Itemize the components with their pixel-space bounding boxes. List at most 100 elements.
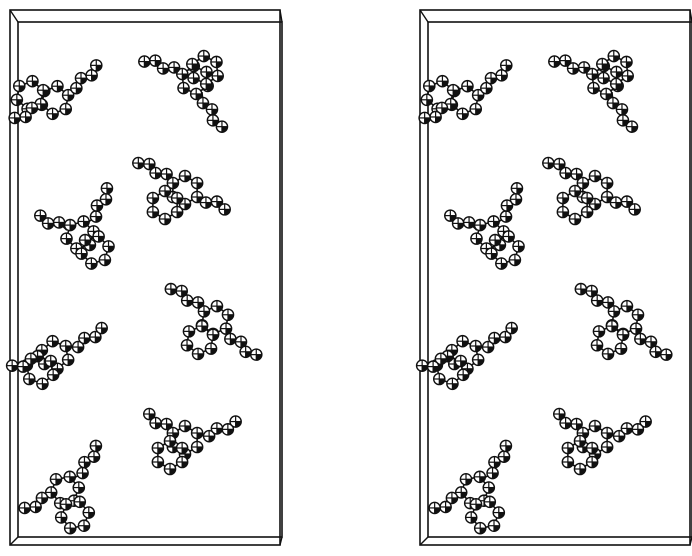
atom-right-8-6 bbox=[482, 481, 496, 494]
atom-left-3-7 bbox=[170, 205, 184, 219]
atom-right-8-10 bbox=[469, 497, 483, 511]
atom-right-2-9 bbox=[597, 71, 610, 85]
atom-right-1-11 bbox=[436, 74, 449, 88]
atom-right-7-19 bbox=[639, 415, 652, 428]
atom-left-5-6 bbox=[221, 308, 235, 322]
atom-left-7-19 bbox=[229, 415, 242, 428]
atom-left-8-10 bbox=[59, 497, 73, 511]
atom-right-5-6 bbox=[631, 308, 645, 322]
atom-left-4-15 bbox=[99, 192, 113, 206]
atom-left-3-19 bbox=[218, 203, 231, 216]
molecule-left-1 bbox=[8, 59, 103, 125]
atom-right-4-12 bbox=[512, 240, 525, 253]
atom-right-1-14 bbox=[484, 71, 498, 85]
atom-left-2-20 bbox=[215, 120, 229, 133]
atom-right-4-5 bbox=[487, 215, 500, 228]
atom-left-2-13 bbox=[167, 61, 181, 74]
atom-right-3-5 bbox=[588, 169, 602, 183]
atom-left-1-14 bbox=[74, 71, 88, 85]
atom-left-8-11 bbox=[73, 495, 87, 509]
atom-right-8-19 bbox=[428, 501, 441, 515]
molecule-left-3 bbox=[132, 156, 231, 226]
atom-left-1-1 bbox=[59, 102, 73, 116]
atom-right-6-18 bbox=[426, 360, 440, 373]
molecule-right-2 bbox=[548, 49, 639, 133]
atom-right-7-11 bbox=[573, 434, 587, 448]
atom-left-7-11 bbox=[163, 434, 177, 448]
atom-left-6-18 bbox=[16, 360, 30, 373]
molecule-right-1 bbox=[418, 59, 513, 125]
atom-right-6-7 bbox=[456, 368, 470, 382]
atom-right-6-5 bbox=[456, 334, 469, 348]
atom-right-5-5 bbox=[620, 299, 634, 313]
unit-cell-edge-right-3 bbox=[419, 536, 429, 546]
atom-left-3-16 bbox=[132, 156, 145, 170]
atom-right-3-10 bbox=[556, 191, 570, 205]
atom-left-5-16 bbox=[164, 282, 178, 296]
atom-right-7-12 bbox=[585, 441, 599, 455]
atom-left-6-5 bbox=[46, 334, 59, 348]
atom-left-8-9 bbox=[54, 511, 68, 524]
atom-left-2-12 bbox=[210, 55, 223, 69]
atom-right-6-8 bbox=[446, 377, 459, 391]
atom-right-1-19 bbox=[418, 111, 431, 125]
atom-left-5-17 bbox=[224, 332, 237, 346]
atom-right-5-10 bbox=[592, 325, 606, 338]
atom-left-4-10 bbox=[78, 233, 92, 247]
atom-right-7-13 bbox=[570, 417, 583, 431]
atom-left-3-9 bbox=[146, 205, 160, 219]
unit-cell-edge-left-2 bbox=[279, 9, 283, 23]
atom-left-8-16 bbox=[89, 439, 103, 453]
atom-left-3-17 bbox=[199, 196, 213, 209]
stereo-view-right bbox=[415, 9, 692, 546]
atom-left-4-17 bbox=[52, 216, 66, 229]
atom-left-8-18 bbox=[29, 500, 42, 514]
molecule-left-5 bbox=[164, 282, 263, 361]
atom-right-2-3 bbox=[587, 81, 600, 95]
atom-right-8-4 bbox=[459, 472, 473, 486]
atom-right-2-11 bbox=[607, 49, 621, 63]
atom-right-4-13 bbox=[499, 210, 513, 223]
atom-right-6-1 bbox=[471, 353, 485, 367]
molecule-right-8 bbox=[428, 439, 513, 535]
atom-right-7-5 bbox=[588, 419, 602, 433]
atom-right-1-16 bbox=[499, 59, 513, 72]
atom-left-3-12 bbox=[170, 191, 184, 205]
atom-right-5-20 bbox=[659, 348, 673, 361]
atom-left-7-7 bbox=[175, 455, 189, 469]
atom-right-2-6 bbox=[610, 65, 623, 79]
atom-right-1-1 bbox=[469, 102, 483, 116]
unit-cell-edge-left-1 bbox=[9, 9, 19, 23]
atom-left-4-11 bbox=[92, 230, 105, 243]
atom-right-2-7 bbox=[621, 69, 634, 83]
atom-left-4-8 bbox=[85, 257, 98, 270]
atom-left-2-9 bbox=[187, 71, 200, 85]
molecule-right-7 bbox=[552, 407, 652, 476]
atom-right-7-8 bbox=[573, 462, 587, 476]
atom-left-8-4 bbox=[49, 472, 63, 486]
atom-right-2-13 bbox=[577, 61, 591, 74]
atom-left-6-7 bbox=[46, 368, 60, 382]
atom-left-1-18 bbox=[19, 110, 32, 124]
stereo-view-left bbox=[5, 9, 283, 546]
molecule-right-5 bbox=[574, 282, 673, 361]
atom-right-4-16 bbox=[510, 182, 524, 195]
atom-left-2-8 bbox=[199, 77, 213, 91]
atom-left-1-5 bbox=[51, 79, 64, 93]
atom-left-2-18 bbox=[205, 103, 219, 116]
atom-left-4-16 bbox=[100, 182, 114, 195]
atom-left-4-12 bbox=[102, 240, 115, 253]
atom-right-5-11 bbox=[605, 319, 619, 333]
atom-right-2-16 bbox=[548, 55, 561, 68]
atom-right-4-19 bbox=[444, 209, 457, 222]
atom-left-6-14 bbox=[78, 331, 91, 345]
atom-left-2-7 bbox=[211, 69, 224, 83]
unit-cell-inner-right bbox=[427, 21, 692, 538]
atom-right-5-9 bbox=[590, 338, 604, 352]
atom-left-5-11 bbox=[195, 319, 209, 333]
atom-right-7-1 bbox=[600, 440, 614, 454]
atom-left-1-11 bbox=[26, 74, 39, 88]
atom-left-3-5 bbox=[178, 169, 192, 183]
atom-left-5-13 bbox=[191, 296, 205, 309]
